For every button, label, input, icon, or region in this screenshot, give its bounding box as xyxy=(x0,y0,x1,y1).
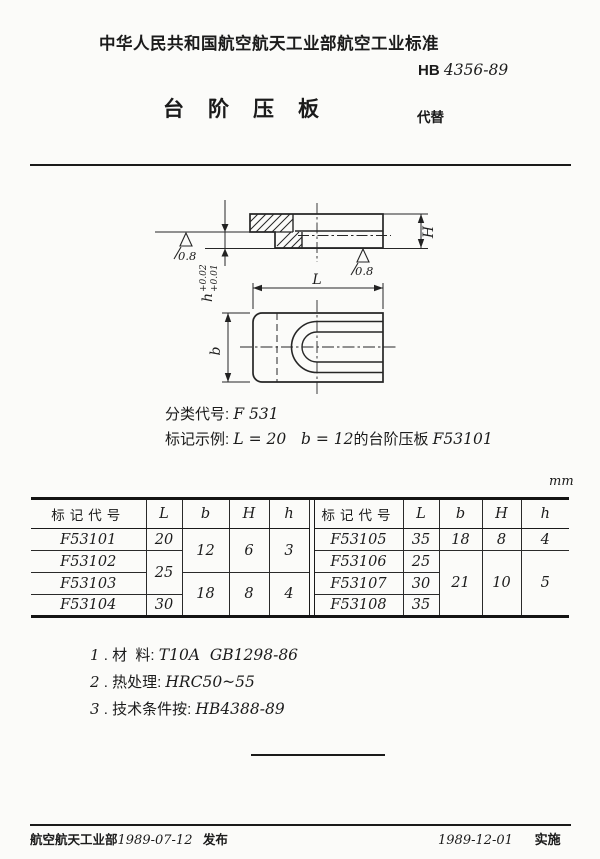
footer-divider xyxy=(30,824,571,826)
col-header-h: h xyxy=(268,498,310,529)
dim-label-L: L xyxy=(311,272,321,288)
cell-code: F53101 xyxy=(31,528,147,551)
roughness-symbol-left xyxy=(173,231,193,260)
footer-issue-label: 发布 xyxy=(202,833,228,847)
note-number: 2 xyxy=(90,673,100,691)
cell-L: 30 xyxy=(145,594,183,617)
classification-value: F 531 xyxy=(233,405,279,423)
cell-b: 12 xyxy=(181,528,230,573)
roughness-value-right: 0.8 xyxy=(355,264,373,278)
col-header-h-2: h xyxy=(520,498,569,529)
cell-code: F53107 xyxy=(313,572,404,595)
col-header-H: H xyxy=(228,498,270,529)
cell-h: 5 xyxy=(520,550,569,617)
table-header-row: 标记代号 L b H h 标记代号 L b H h xyxy=(31,498,569,617)
table-row: F53104 30 F53108 35 xyxy=(31,594,569,617)
note-label: 热处理: xyxy=(112,674,162,691)
cell-L: 30 xyxy=(402,572,439,595)
note-number: 3 xyxy=(90,700,100,718)
cell-H: 8 xyxy=(228,572,270,617)
dim-label-b: b xyxy=(208,346,224,355)
dimension-table-wrap: 标记代号 L b H h 标记代号 L b H h F53101 20 12 6… xyxy=(31,497,569,618)
cell-H: 6 xyxy=(228,528,270,573)
footer-impl-label: 实施 xyxy=(534,832,561,847)
cell-H: 10 xyxy=(481,550,522,617)
cell-L: 25 xyxy=(402,550,440,573)
plan-view xyxy=(222,283,397,396)
cell-code: F53105 xyxy=(313,528,404,551)
roughness-symbol-right xyxy=(350,247,370,276)
col-header-b: b xyxy=(181,498,230,529)
dim-label-H: H xyxy=(421,225,437,239)
note-line: 1 . 材 料: T10A GB1298-86 xyxy=(90,646,299,664)
svg-text:h: h xyxy=(200,293,216,302)
note-value: HB4388-89 xyxy=(195,700,285,718)
cell-code: F53102 xyxy=(31,550,147,573)
note-number: 1 xyxy=(90,646,100,664)
dim-label-h: h +0.02 +0.01 xyxy=(199,264,220,302)
note-value: HRC50~55 xyxy=(165,673,255,691)
replaces-label: 代替 xyxy=(417,110,444,125)
cell-H: 8 xyxy=(481,528,522,551)
marking-example-label: 标记示例: xyxy=(165,431,230,448)
cell-L: 20 xyxy=(145,528,183,551)
note-line: 3 . 技术条件按: HB4388-89 xyxy=(90,700,285,718)
svg-text:+0.02: +0.02 xyxy=(199,264,209,292)
footer-issue-date: 1989-07-12 xyxy=(117,833,193,848)
center-divider xyxy=(251,754,385,756)
cell-code: F53108 xyxy=(313,594,404,617)
cell-code: F53106 xyxy=(313,550,404,573)
note-value: T10A GB1298-86 xyxy=(158,646,299,664)
cell-code: F53104 xyxy=(31,594,147,617)
standard-number-value: 4356-89 xyxy=(443,61,509,79)
roughness-value-left: 0.8 xyxy=(178,249,196,263)
cell-L: 35 xyxy=(402,528,440,551)
col-header-code: 标记代号 xyxy=(31,498,147,529)
footer-implementation: 1989-12-01 实施 xyxy=(438,829,561,848)
cell-h: 4 xyxy=(268,572,310,617)
cell-L: 35 xyxy=(402,594,439,617)
col-header-L: L xyxy=(145,498,183,529)
cell-code: F53103 xyxy=(31,572,147,595)
page-title: 台阶压板 xyxy=(163,98,343,121)
unit-label: mm xyxy=(549,474,574,489)
note-label: 材 料: xyxy=(112,647,155,664)
col-header-H-2: H xyxy=(481,498,522,529)
marking-example-code: F53101 xyxy=(432,430,493,448)
cell-b: 18 xyxy=(438,528,483,551)
marking-example-suffix: 的台阶压板 xyxy=(353,431,429,448)
col-header-b-2: b xyxy=(438,498,483,529)
classification-label: 分类代号: xyxy=(165,406,230,423)
header-divider xyxy=(30,164,571,166)
table-row: F53102 25 F53106 25 21 10 5 xyxy=(31,550,569,617)
cell-h: 4 xyxy=(520,528,569,551)
cell-b: 21 xyxy=(438,550,483,617)
cell-L: 25 xyxy=(145,550,183,595)
side-view xyxy=(155,200,428,276)
standard-number: HB 4356-89 xyxy=(418,61,508,79)
standard-number-prefix: HB xyxy=(418,62,440,79)
footer-issue: 航空航天工业部1989-07-12 发布 xyxy=(30,829,228,848)
marking-example-expr: L = 20 b = 12 xyxy=(233,430,354,448)
footer-issuer: 航空航天工业部 xyxy=(30,833,118,847)
standard-org-line: 中华人民共和国航空航天工业部航空工业标准 xyxy=(99,35,439,53)
note-line: 2 . 热处理: HRC50~55 xyxy=(90,673,255,691)
note-label: 技术条件按: xyxy=(112,701,192,718)
cell-b: 18 xyxy=(181,572,230,617)
section-hatching xyxy=(249,213,303,249)
footer-impl-date: 1989-12-01 xyxy=(438,833,513,848)
table-row: F53101 20 12 6 3 F53105 35 18 8 4 xyxy=(31,528,569,573)
cell-h: 3 xyxy=(268,528,310,573)
marking-example-line: 标记示例: L = 20 b = 12的台阶压板 F53101 xyxy=(165,428,493,449)
col-header-L-2: L xyxy=(402,498,440,529)
technical-drawing: 0.8 0.8 H h +0.02 +0.01 xyxy=(155,200,437,396)
notes-list: 1 . 材 料: T10A GB1298-86 2 . 热处理: HRC50~5… xyxy=(90,642,298,723)
col-header-code-2: 标记代号 xyxy=(313,498,404,529)
classification-line: 分类代号: F 531 xyxy=(165,403,279,424)
svg-text:+0.01: +0.01 xyxy=(210,264,220,292)
dimension-table: 标记代号 L b H h 标记代号 L b H h F53101 20 12 6… xyxy=(31,497,569,618)
